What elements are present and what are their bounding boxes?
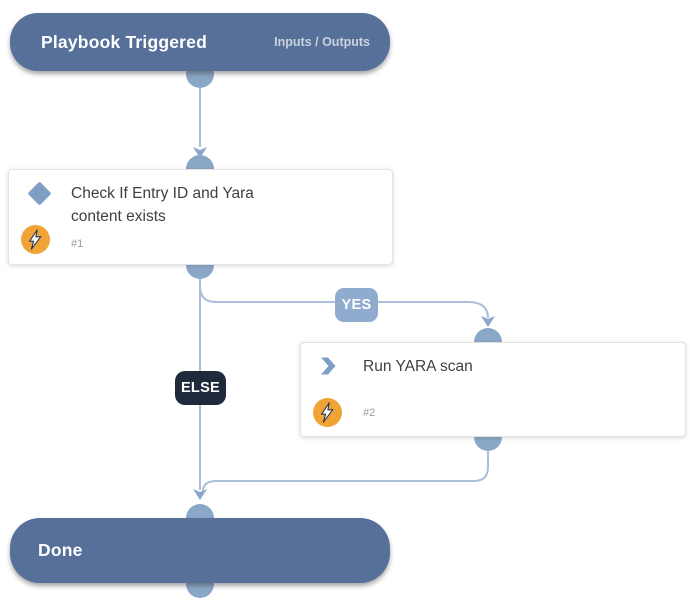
task-title: Run YARA scan: [363, 358, 473, 375]
condition-task-card[interactable]: Check If Entry ID and Yara content exist…: [8, 169, 393, 265]
task-number: #2: [363, 407, 376, 419]
done-title: Done: [38, 540, 83, 560]
arrowhead-into-condition: [193, 147, 207, 158]
done-node[interactable]: Done: [10, 518, 390, 583]
condition-diamond-icon: [27, 181, 52, 206]
run-yara-scan-task-card[interactable]: Run YARA scan #2: [300, 342, 686, 437]
automation-bolt-icon: [313, 398, 342, 427]
task-chevron-icon: [317, 355, 339, 377]
inputs-outputs-link[interactable]: Inputs / Outputs: [274, 35, 370, 49]
condition-task-title: Check If Entry ID and Yara content exist…: [71, 185, 254, 225]
yes-branch-label: YES: [335, 288, 378, 322]
arrowhead-into-done: [193, 489, 207, 500]
automation-bolt-icon: [21, 225, 50, 254]
arrowhead-into-task: [481, 316, 495, 327]
edge-task-to-done: [202, 451, 489, 492]
task-number: #1: [71, 238, 84, 250]
trigger-title: Playbook Triggered: [41, 31, 208, 52]
playbook-trigger-node[interactable]: Playbook Triggered Inputs / Outputs: [10, 13, 390, 71]
else-branch-label: ELSE: [175, 371, 226, 405]
